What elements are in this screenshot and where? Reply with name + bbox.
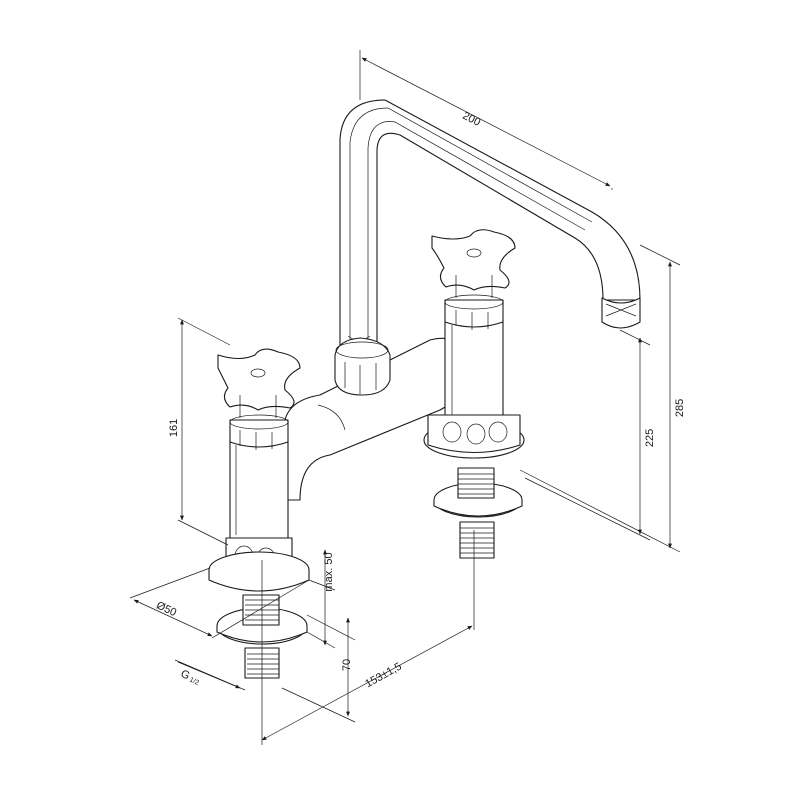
spout-outlet [601, 297, 641, 329]
dim-thread-sub-label: 1/2 [188, 676, 200, 687]
dim-handle-height: 161 [168, 317, 231, 546]
dim-225-label: 225 [644, 429, 656, 447]
left-shank [208, 551, 310, 679]
dim-285-label: 285 [674, 399, 686, 417]
left-valve [217, 348, 301, 572]
dim-max50-label: max. 50 [323, 552, 335, 591]
dim-d50-label: Ø50 [154, 599, 178, 619]
dim-153-label: 153±1,5 [363, 661, 404, 691]
dim-total-height: 285 [519, 244, 686, 553]
right-shank [433, 467, 523, 559]
dim-max-deck: max. 50 [306, 549, 336, 649]
dim-70-label: 70 [341, 659, 353, 671]
dim-outlet-height: 225 [524, 329, 656, 541]
dim-200-label: 200 [460, 110, 482, 129]
right-valve [423, 229, 525, 459]
spout-collar-nut [334, 337, 391, 396]
dim-thread: G 1/2 [174, 659, 246, 691]
dim-161-label: 161 [168, 419, 180, 437]
right-cross-handle-icon [431, 229, 516, 291]
left-cross-handle-icon [217, 348, 301, 411]
